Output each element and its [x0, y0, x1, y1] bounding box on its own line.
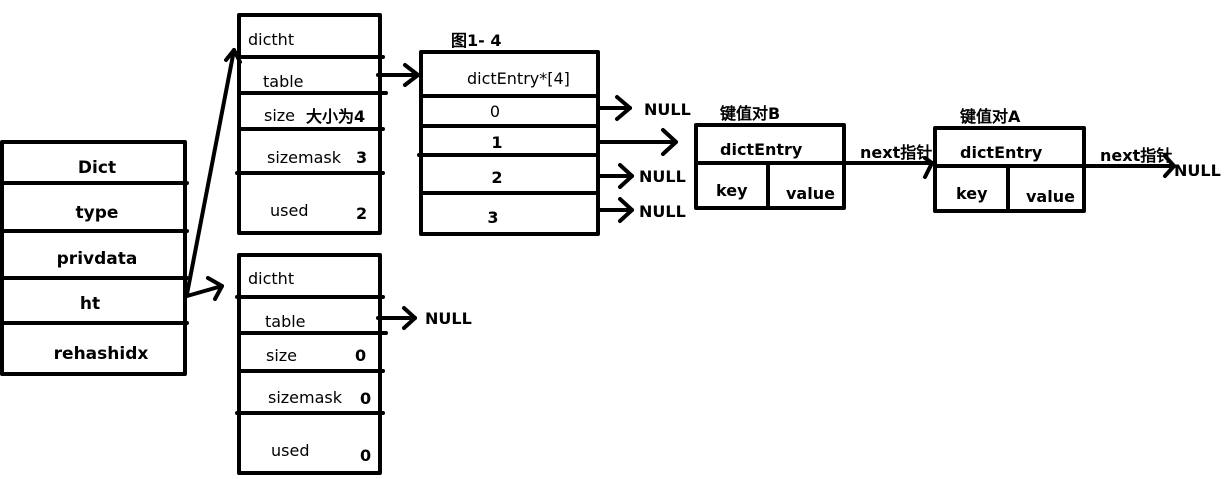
arrow-entry-b-next: [842, 156, 934, 179]
dictht-0-size-value: 大小为4: [306, 107, 365, 126]
arrow-entry-a-next: [1082, 154, 1176, 178]
entry-a-key: key: [956, 184, 988, 203]
entry-b-box: [694, 123, 846, 210]
slot-index-0: 0: [490, 102, 500, 121]
dictht-1-used-value: 0: [360, 446, 371, 465]
arrow-table-to-array: [376, 63, 420, 87]
entry-b-next-label: next指针: [860, 143, 932, 162]
entry-a-next-null: NULL: [1174, 161, 1221, 180]
entry-a-caption: 键值对A: [959, 107, 1021, 126]
dictht-1-size-value: 0: [355, 346, 366, 365]
arrow-slot-0: [596, 95, 632, 121]
dict-field-privdata: privdata: [57, 249, 138, 269]
dictht-0-used-label: used: [270, 201, 308, 220]
slot-index-1: 1: [491, 133, 502, 152]
dictht-1-size-label: size: [266, 346, 297, 365]
entry-b-caption: 键值对B: [719, 104, 780, 123]
dictht-0-used-value: 2: [356, 204, 367, 223]
entry-a-value: value: [1026, 187, 1075, 206]
figure-label: 图1- 4: [451, 31, 501, 50]
dict-field-ht: ht: [80, 294, 100, 314]
dictht-1-table-null: NULL: [425, 309, 472, 328]
entry-a-box: [933, 126, 1086, 213]
entry-a-title: dictEntry: [960, 143, 1043, 162]
dictht-0-box: [235, 13, 388, 235]
dictht-1-title: dictht: [248, 269, 294, 288]
dict-field-rehashidx: rehashidx: [54, 344, 149, 364]
dictht-0-size-label: size: [264, 106, 295, 125]
slot-2-null: NULL: [639, 167, 686, 186]
slot-index-2: 2: [491, 168, 502, 187]
entry-a-next-label: next指针: [1100, 146, 1172, 165]
dict-box: [0, 140, 189, 376]
arrow-slot-2: [596, 163, 634, 189]
dict-title: Dict: [78, 158, 116, 178]
dictht-0-title: dictht: [248, 30, 294, 49]
dictht-1-used-label: used: [271, 441, 309, 460]
arrow-ht-to-dictht-0: [185, 48, 242, 296]
arrow-ht-to-dictht-1: [185, 276, 224, 301]
arrow-slot-3: [596, 197, 634, 223]
dictht-1-sizemask-label: sizemask: [268, 388, 343, 407]
dictht-0-sizemask-value: 3: [356, 148, 367, 167]
table-array-header: dictEntry*[4]: [467, 69, 570, 88]
dict-field-type: type: [76, 203, 119, 223]
entry-b-value: value: [786, 184, 835, 203]
dictht-0-sizemask-label: sizemask: [267, 148, 342, 167]
entry-b-key: key: [716, 181, 748, 200]
slot-index-3: 3: [487, 208, 498, 227]
dictht-0-table-label: table: [263, 72, 304, 91]
arrow-slot-1: [596, 128, 678, 156]
dictht-1-sizemask-value: 0: [360, 389, 371, 408]
dictht-1-box: [235, 253, 388, 475]
slot-0-null: NULL: [644, 100, 691, 119]
dictht-1-table-label: table: [265, 312, 306, 331]
slot-3-null: NULL: [639, 202, 686, 221]
arrow-ht1-table-to-null: [376, 306, 417, 330]
entry-b-title: dictEntry: [720, 140, 803, 159]
